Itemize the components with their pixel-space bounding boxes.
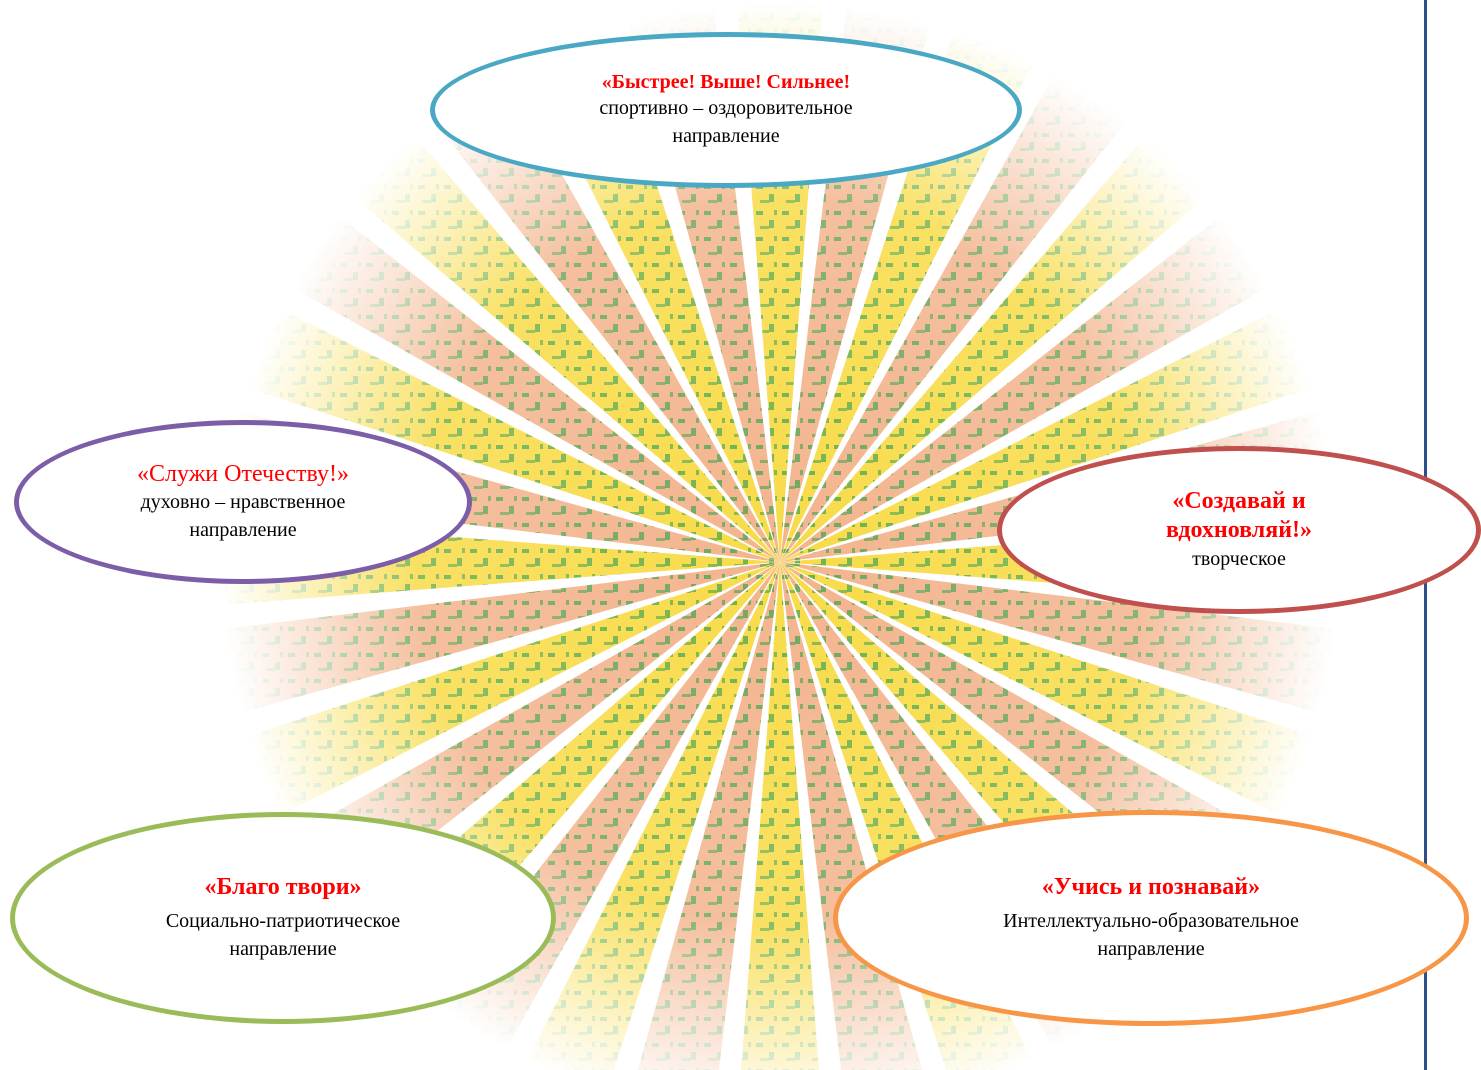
sunburst-ray-texture xyxy=(780,562,1313,816)
sunburst-ray-texture xyxy=(247,308,780,562)
bubble-learn-desc-line1: Интеллектуально-образовательное xyxy=(1003,910,1299,933)
sunburst-ray-texture xyxy=(780,216,1269,562)
bubble-learn: «Учись и познавай» Интеллектуально-образ… xyxy=(833,810,1469,1026)
sunburst-ray-texture xyxy=(291,562,780,908)
sunburst-ray-texture xyxy=(434,73,780,563)
bubble-sport: «Быстрее! Выше! Сильнее! спортивно – озд… xyxy=(430,32,1022,188)
sunburst-ray-texture xyxy=(526,562,780,1070)
sunburst-ray-texture xyxy=(637,562,780,1070)
bubble-fatherland: «Служи Отечеству!» духовно – нравственно… xyxy=(14,420,472,584)
sunburst-ray-texture xyxy=(780,562,1336,713)
sunburst-ray-texture xyxy=(780,136,1206,562)
sunburst-ray-texture xyxy=(741,562,819,1070)
bubble-create-title-line2: вдохновляй!» xyxy=(1165,517,1313,543)
sunburst-ray-texture xyxy=(291,216,780,562)
bubble-learn-title: «Учись и познавай» xyxy=(1041,873,1261,900)
sunburst-ray-texture xyxy=(780,73,1126,563)
bubble-good-title: «Благо твори» xyxy=(204,873,362,900)
bubble-good: «Благо твори» Социально-патриотическое н… xyxy=(10,812,556,1024)
bubble-fatherland-desc-line2: направление xyxy=(189,519,297,542)
bubble-good-desc-line2: направление xyxy=(229,938,337,961)
sunburst-ray-texture xyxy=(354,136,780,562)
bubble-sport-title: «Быстрее! Выше! Сильнее! xyxy=(601,71,851,93)
bubble-good-desc-line1: Социально-патриотическое xyxy=(165,910,401,933)
bubble-create-title-line1: «Создавай и xyxy=(1172,488,1306,515)
bubble-learn-desc-line2: направление xyxy=(1097,938,1205,961)
bubble-fatherland-title: «Служи Отечеству!» xyxy=(137,460,349,487)
sunburst-ray-texture xyxy=(780,308,1313,562)
bubble-sport-desc-line1: спортивно – оздоровительное xyxy=(599,97,853,119)
bubble-create-desc: творческое xyxy=(1192,547,1286,570)
sunburst-ray-texture xyxy=(780,29,1034,562)
bubble-fatherland-desc-line1: духовно – нравственное xyxy=(140,491,346,514)
bubble-create: «Создавай и вдохновляй!» творческое xyxy=(997,446,1481,614)
sunburst-ray-texture xyxy=(247,562,780,816)
sunburst-ray-texture xyxy=(224,562,780,713)
bubble-sport-desc-line2: направление xyxy=(672,125,780,147)
